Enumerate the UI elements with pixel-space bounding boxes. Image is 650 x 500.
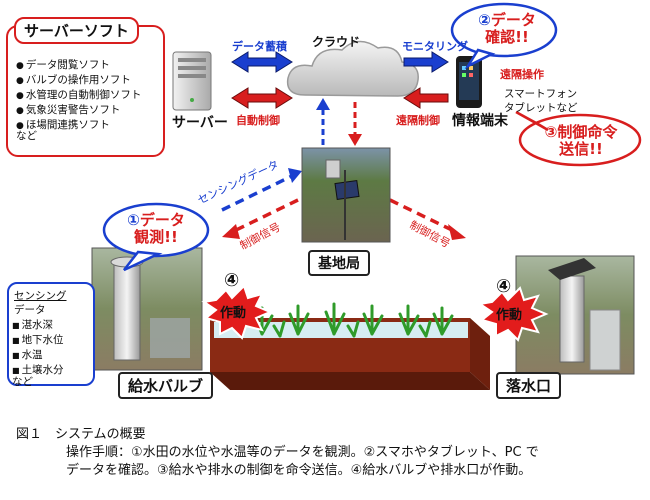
monitoring-label: モニタリング bbox=[402, 40, 468, 53]
step-3-number: ③ bbox=[544, 123, 558, 141]
bubble-1-line2: 観測!! bbox=[134, 228, 178, 246]
list-item: 水温 bbox=[12, 348, 64, 363]
bubble-2-line2: 確認!! bbox=[485, 28, 529, 46]
supply-valve-photo bbox=[91, 247, 203, 371]
list-item: バルブの操作用ソフト bbox=[16, 73, 141, 88]
sensing-data-list: 湛水深 地下水位 水温 土壌水分 bbox=[12, 318, 64, 378]
list-item: 湛水深 bbox=[12, 318, 64, 333]
cloud-label: クラウド bbox=[312, 35, 361, 49]
supply-valve-label: 給水バルブ bbox=[118, 372, 214, 399]
list-item: 土壌水分 bbox=[12, 363, 64, 378]
terminal-label: 情報端末 bbox=[452, 113, 508, 129]
caption-line-2: データを確認。③給水や排水の制御を命令送信。④給水バルブや排水口が作動。 bbox=[66, 463, 532, 478]
sensing-dashed-arrow bbox=[221, 168, 302, 212]
action-burst-right bbox=[477, 286, 549, 342]
server-software-tail: など bbox=[16, 130, 37, 142]
figure-caption-title: 図１ システムの概要 bbox=[16, 427, 146, 442]
system-diagram bbox=[91, 2, 642, 390]
drain-outlet-photo bbox=[515, 255, 635, 375]
bubble-2-outline bbox=[450, 2, 558, 58]
bubble-3-outline bbox=[518, 113, 642, 167]
list-item: データ閲覧ソフト bbox=[16, 58, 141, 73]
action-burst-left bbox=[201, 284, 273, 340]
step-4-number-left: ④ bbox=[224, 270, 240, 291]
list-item: 地下水位 bbox=[12, 333, 64, 348]
bubble-3-line1: 制御命令 bbox=[557, 123, 618, 141]
server-software-list: データ閲覧ソフト バルブの操作用ソフト 水管理の自動制御ソフト 気象災害警告ソフ… bbox=[16, 58, 142, 133]
sensing-title-line2: データ bbox=[14, 304, 46, 316]
data-storage-label: データ蓄積 bbox=[232, 40, 287, 53]
bubble-2: ②データ 確認!! bbox=[462, 12, 552, 46]
list-item: 気象災害警告ソフト bbox=[16, 103, 141, 118]
server-label: サーバー bbox=[172, 115, 228, 131]
step-2-number: ② bbox=[478, 11, 491, 29]
auto-control-arrow bbox=[231, 87, 293, 109]
step-1-number: ① bbox=[127, 211, 140, 229]
data-storage-arrow bbox=[231, 51, 293, 73]
device-list-line1: スマートフォン bbox=[504, 88, 578, 100]
bubble-3-line2: 送信!! bbox=[559, 140, 603, 158]
download-dashed-arrow bbox=[348, 102, 362, 146]
monitoring-arrow bbox=[403, 51, 449, 73]
action-label-right: 作動 bbox=[496, 308, 523, 323]
bubble-2-line1: データ bbox=[490, 11, 536, 29]
caption-line-1: 操作手順：①水田の水位や水温等のデータを観測。②スマホやタブレット、PC で bbox=[66, 445, 539, 460]
server-software-title: サーバーソフト bbox=[14, 17, 139, 44]
upload-dashed-arrow bbox=[316, 98, 330, 145]
action-label-left: 作動 bbox=[220, 306, 247, 321]
control-dashed-arrow-right bbox=[389, 198, 466, 240]
remote-operation-label: 遠隔操作 bbox=[500, 68, 544, 81]
figure-caption-body: 操作手順：①水田の水位や水温等のデータを観測。②スマホやタブレット、PC で デ… bbox=[66, 444, 636, 480]
bubble-1: ①データ 観測!! bbox=[110, 212, 202, 246]
cloud-icon bbox=[286, 40, 419, 97]
device-list-line2: タブレットなど bbox=[504, 102, 578, 114]
auto-control-label: 自動制御 bbox=[236, 114, 280, 127]
sensing-title-line1: センシング bbox=[14, 290, 67, 302]
list-item: 水管理の自動制御ソフト bbox=[16, 88, 142, 103]
bubble-1-line1: データ bbox=[139, 211, 185, 229]
server-icon bbox=[172, 51, 212, 111]
drain-outlet-label: 落水口 bbox=[496, 372, 562, 399]
bubble-3: ③制御命令 送信!! bbox=[526, 124, 636, 158]
remote-control-label: 遠隔制御 bbox=[396, 114, 440, 127]
rice-plants bbox=[252, 302, 454, 338]
control-dashed-arrow-left bbox=[222, 198, 299, 239]
base-station-label: 基地局 bbox=[308, 250, 370, 276]
list-item: ほ場間連携ソフト bbox=[16, 118, 141, 133]
step-4-number-right: ④ bbox=[496, 276, 512, 297]
sensing-data-tail: など bbox=[12, 376, 33, 388]
smartphone-icon bbox=[456, 56, 482, 108]
base-station-photo bbox=[301, 147, 391, 243]
remote-control-arrow bbox=[403, 87, 449, 109]
